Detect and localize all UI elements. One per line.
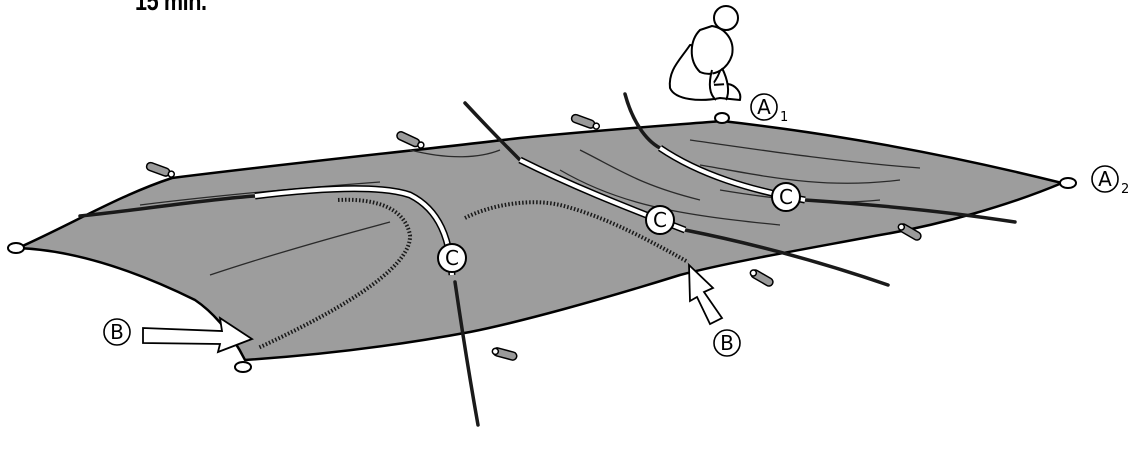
corner-loops [7,112,1077,373]
pole-left-down [453,280,480,427]
tensioner-icon [749,269,774,287]
svg-text:1: 1 [780,110,788,125]
loop-icon [714,112,730,124]
tensioner-icon [570,113,601,130]
svg-text:A: A [757,95,771,119]
svg-text:A: A [1098,167,1112,191]
callout-a1: A 1 [750,93,788,125]
arrow-icon [688,262,724,326]
svg-text:C: C [653,208,667,232]
zipper-left [257,197,413,350]
callout-c-right: C [771,182,801,212]
callout-b-left: B [103,316,254,354]
loop-icon [1059,177,1077,189]
pole-center-end [683,228,890,287]
callout-c-left: C [437,243,467,273]
tensioner-icon [145,161,176,178]
loop-icon [7,242,25,254]
tensioner-icon [897,223,922,241]
arrow-icon [142,316,254,354]
zippers [257,197,689,350]
tensioner-icon [396,131,425,149]
callout-c-mid: C [645,205,675,235]
svg-text:B: B [720,331,734,355]
tensioner-icon [491,347,518,361]
svg-text:2: 2 [1121,182,1129,197]
pole-left-cross [78,194,257,218]
callout-b-right: B [688,262,741,357]
guy-tensioners [145,113,922,361]
tent-tarp [16,119,1064,362]
callout-a2: A 2 [1091,165,1129,197]
pole-center [463,101,522,162]
person-figure [668,5,742,101]
tent-poles [78,92,1017,427]
time-label: 15 min. [135,0,207,16]
loop-icon [234,361,252,373]
svg-text:B: B [110,320,124,344]
svg-text:C: C [779,185,793,209]
pole-right-end [803,198,1017,224]
svg-text:C: C [445,246,459,270]
pole-right [623,92,662,150]
